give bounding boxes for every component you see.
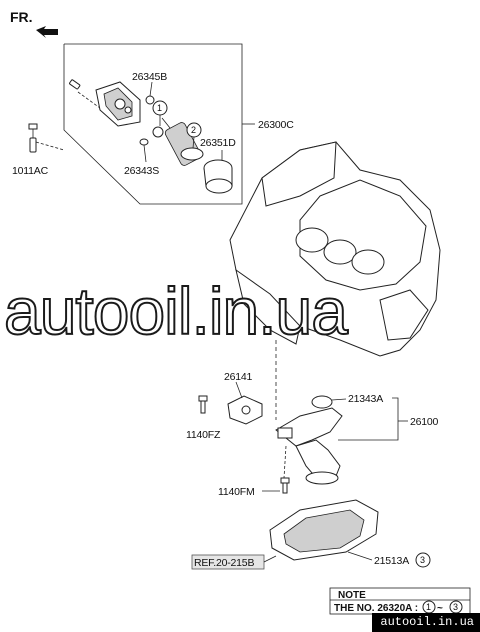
svg-text:3: 3 [453, 602, 458, 612]
gasket-21343a-icon [311, 395, 333, 409]
oil-filter-housing-icon [95, 81, 141, 127]
oil-pan-icon [269, 499, 379, 561]
oring-icon [180, 147, 204, 161]
front-arrow-icon [36, 26, 58, 38]
note-text: THE NO. 26320A : [334, 603, 418, 614]
label-26345b: 26345B [132, 71, 167, 83]
label-26343s: 26343S [124, 165, 159, 177]
label-21343a: 21343A [348, 393, 383, 405]
note-range-sep: ~ [437, 603, 443, 614]
watermark: autooil.in.ua [4, 274, 348, 348]
svg-text:1: 1 [426, 602, 431, 612]
oil-filter-assembly-group: 1 2 26345B 26343S 26351D 26300C [63, 43, 294, 205]
label-26100: 26100 [410, 416, 439, 428]
engine-block-icon [229, 141, 441, 420]
bolt-1140fz-icon [198, 395, 208, 414]
filter-cap-icon [203, 159, 233, 194]
svg-text:1: 1 [157, 103, 162, 113]
svg-text:3: 3 [420, 555, 425, 565]
label-26141: 26141 [224, 371, 253, 383]
note-title: NOTE [338, 590, 366, 601]
bolt-1011ac-icon [28, 123, 65, 153]
dowel-pin-icon [69, 79, 101, 109]
label-21513a: 21513A [374, 555, 409, 567]
svg-text:2: 2 [191, 125, 196, 135]
label-ref: REF.20-215B [194, 557, 254, 569]
fr-label: FR. [10, 9, 33, 25]
label-1011ac: 1011AC [12, 165, 49, 177]
label-1140fz: 1140FZ [186, 429, 221, 441]
bolt-1140fm-icon [280, 477, 290, 494]
label-1140fm: 1140FM [218, 486, 255, 498]
site-badge: autooil.in.ua [372, 613, 480, 632]
strainer-cover-icon [227, 395, 263, 425]
label-26300c: 26300C [258, 119, 294, 131]
oil-pump-strainer-icon [275, 395, 343, 485]
note-box: NOTE THE NO. 26320A : 1 ~ 3 [329, 587, 471, 615]
gasket-26345b-icon [145, 95, 155, 105]
label-26351d: 26351D [200, 137, 236, 149]
gasket-26343s-icon [139, 138, 149, 146]
circled-number-3 [415, 552, 431, 568]
front-direction-indicator: FR. [10, 9, 58, 38]
